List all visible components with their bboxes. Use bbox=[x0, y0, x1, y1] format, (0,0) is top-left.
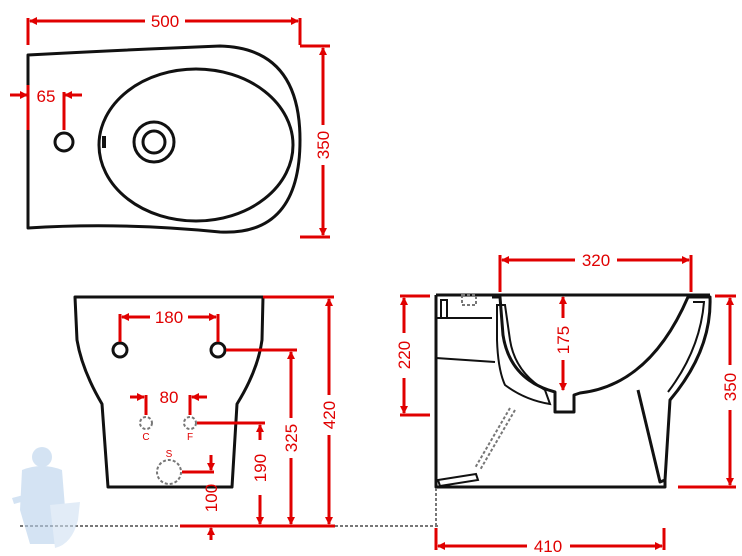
dimension-180: 180 bbox=[118, 308, 220, 342]
dimension-500: 500 bbox=[26, 12, 302, 45]
dim-label-350-top: 350 bbox=[314, 131, 333, 159]
dimension-410: 410 bbox=[434, 528, 666, 556]
dimension-350-side: 350 bbox=[678, 294, 740, 489]
dimension-65: 65 bbox=[10, 85, 82, 130]
dim-label-350-side: 350 bbox=[721, 373, 740, 401]
dimension-320: 320 bbox=[498, 251, 693, 292]
cold-valve bbox=[183, 416, 197, 430]
hot-valve bbox=[139, 416, 153, 430]
plumber-logo bbox=[12, 447, 80, 548]
dim-label-220: 220 bbox=[395, 341, 414, 369]
dimension-80: 80 bbox=[130, 388, 207, 415]
dim-label-190: 190 bbox=[251, 454, 270, 482]
front-view: C F S 180 80 100 190 bbox=[12, 295, 440, 548]
dim-label-420: 420 bbox=[320, 401, 339, 429]
top-view-outline bbox=[26, 44, 302, 234]
tap-hole-right bbox=[209, 341, 227, 359]
dim-label-65: 65 bbox=[37, 87, 56, 106]
bowl-section bbox=[492, 295, 712, 484]
dim-label-325: 325 bbox=[282, 424, 301, 452]
drain-label: S bbox=[166, 449, 173, 460]
dimension-190: 190 bbox=[197, 421, 270, 525]
dimension-350-top: 350 bbox=[300, 44, 333, 239]
side-view: 320 220 175 350 410 bbox=[395, 251, 740, 556]
drain-outer bbox=[132, 120, 176, 164]
dimension-325: 325 bbox=[226, 348, 301, 525]
cold-label: F bbox=[187, 432, 193, 443]
hot-label: C bbox=[142, 432, 149, 443]
tap-hole bbox=[53, 131, 75, 153]
bowl-outline bbox=[97, 67, 295, 223]
dim-label-175: 175 bbox=[554, 326, 573, 354]
overflow-mark bbox=[102, 136, 106, 148]
dim-label-320: 320 bbox=[582, 251, 610, 270]
side-view-outline bbox=[434, 295, 667, 489]
top-view: 500 350 65 bbox=[10, 12, 333, 239]
dimension-100: 100 bbox=[182, 455, 221, 540]
drain-inner bbox=[141, 129, 167, 155]
dim-label-80: 80 bbox=[160, 388, 179, 407]
dim-label-500: 500 bbox=[151, 12, 179, 31]
dimension-420: 420 bbox=[263, 295, 339, 525]
dimension-175: 175 bbox=[554, 296, 573, 391]
dim-label-100: 100 bbox=[202, 484, 221, 512]
drain-outlet bbox=[156, 459, 182, 485]
dimension-220: 220 bbox=[395, 294, 430, 417]
dim-label-180: 180 bbox=[155, 308, 183, 327]
dim-label-410: 410 bbox=[534, 537, 562, 556]
tap-hole-left bbox=[111, 341, 129, 359]
